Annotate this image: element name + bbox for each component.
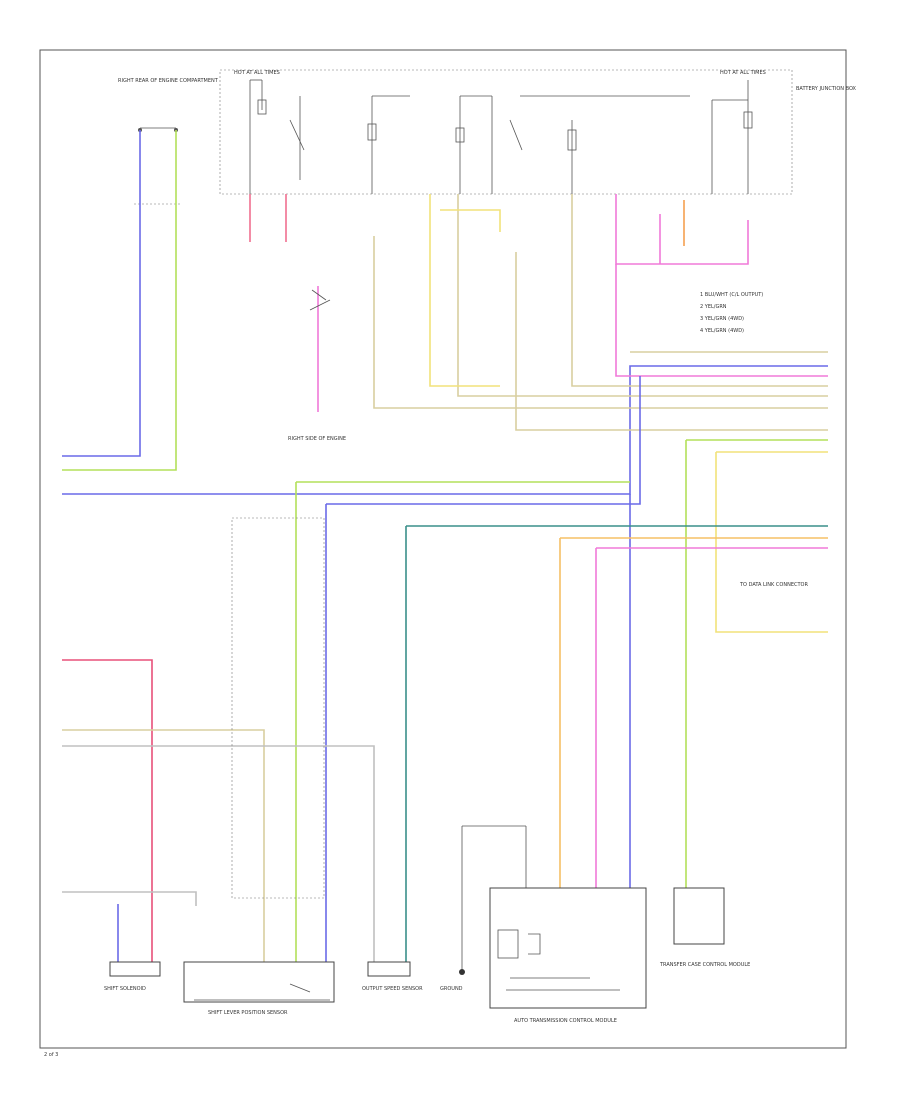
wire-legend-4: 4 YEL/GRN (4WD): [700, 328, 744, 334]
page-number: 2 of 3: [44, 1052, 58, 1058]
wire-tan-2: [571, 194, 828, 387]
tcm-box: [489, 887, 647, 1009]
wires: [62, 130, 828, 962]
shift-lever-sensor-label: SHIFT LEVER POSITION SENSOR: [208, 1010, 288, 1016]
wire-yellow-right: [715, 451, 828, 633]
wire-legend-3: 3 YEL/GRN (4WD): [700, 316, 744, 322]
ground-label: GROUND: [440, 986, 463, 992]
fuse-relay-block: HOT AT ALL TIMES HOT AT ALL TIMES BATTER…: [219, 69, 857, 195]
top-left-device-label: RIGHT REAR OF ENGINE COMPARTMENT: [118, 78, 219, 84]
wire-pink-lower: [595, 547, 828, 888]
wire-green-left: [295, 481, 630, 962]
wire-tan-lower: [62, 729, 265, 962]
wire-tan-5: [515, 252, 828, 431]
shift-solenoid-label: SHIFT SOLENOID: [104, 986, 146, 992]
wire-legend: 1 BLU/WHT (C/L OUTPUT) 2 YEL/GRN 3 YEL/G…: [700, 292, 763, 334]
wire-pink-loop: [615, 194, 749, 265]
bottom-components: SHIFT SOLENOID SHIFT LEVER POSITION SENS…: [104, 825, 750, 1024]
wire-gray-lower: [62, 745, 375, 962]
harness-outline: [231, 517, 325, 899]
right-note: TO DATA LINK CONNECTOR: [739, 582, 808, 588]
wire-red-lower: [62, 659, 153, 962]
wire-pink-right: [615, 264, 828, 377]
wire-yellow-1: [429, 194, 500, 387]
output-speed-sensor-label: OUTPUT SPEED SENSOR: [362, 986, 423, 992]
center-sensor: RIGHT SIDE OF ENGINE: [288, 289, 346, 442]
wire-blue-topleft: [62, 130, 141, 457]
wire-gray-short: [62, 891, 197, 906]
wire-orange-lower: [559, 537, 828, 888]
wire-legend-1: 1 BLU/WHT (C/L OUTPUT): [700, 292, 763, 298]
wire-tan-3: [457, 194, 828, 397]
wire-legend-2: 2 YEL/GRN: [700, 304, 727, 310]
tccm-label: TRANSFER CASE CONTROL MODULE: [659, 962, 750, 968]
fuse-label-left: HOT AT ALL TIMES: [234, 70, 280, 76]
wire-green-topleft: [62, 130, 177, 471]
fuse-label-right: HOT AT ALL TIMES: [720, 70, 766, 76]
center-device-label: RIGHT SIDE OF ENGINE: [288, 436, 346, 442]
wire-green-right: [685, 439, 828, 888]
shift-solenoid-box: [109, 961, 161, 977]
shift-lever-sensor-box: [183, 961, 335, 1003]
tccm-box: [673, 887, 725, 945]
wire-blue-left: [325, 376, 641, 962]
diagram-frame: [39, 49, 847, 1049]
battery-junction-note: BATTERY JUNCTION BOX: [796, 86, 857, 92]
top-left-component: RIGHT REAR OF ENGINE COMPARTMENT: [118, 78, 219, 205]
output-speed-sensor-box: [367, 961, 411, 977]
wire-tan-4: [373, 236, 828, 409]
tcm-label: AUTO TRANSMISSION CONTROL MODULE: [514, 1018, 617, 1024]
wire-yellow-2: [440, 209, 501, 232]
wire-teal: [405, 525, 828, 962]
